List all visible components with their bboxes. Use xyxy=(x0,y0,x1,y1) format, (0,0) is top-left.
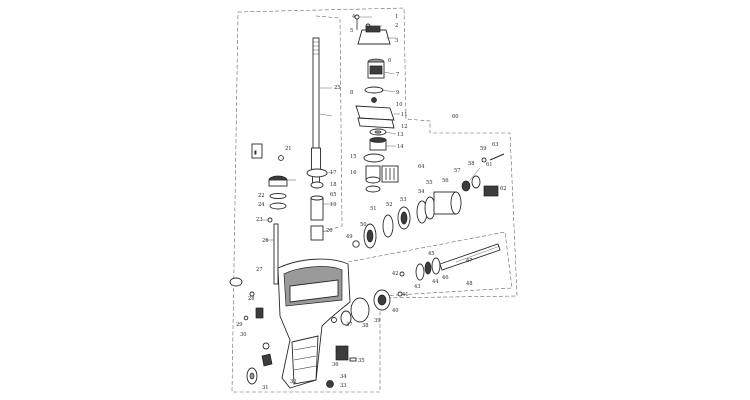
callout-21: 21 xyxy=(285,146,292,152)
callout-65: 65 xyxy=(330,192,337,198)
gearcase-fasteners xyxy=(229,277,357,388)
propeller-shaft-assembly xyxy=(340,153,505,326)
callout-40: 40 xyxy=(392,308,399,314)
callout-28: 28 xyxy=(248,296,255,302)
callout-20: 20 xyxy=(326,228,333,234)
shift-rod-tag-icon: ▮ xyxy=(254,150,257,156)
callout-5: 5 xyxy=(350,28,353,34)
callout-6: 6 xyxy=(388,58,391,64)
callout-4: 4 xyxy=(352,14,356,20)
callout-56: 56 xyxy=(442,178,449,184)
assembly-boundary xyxy=(231,7,518,393)
callout-labels: 1 2 3 4 5 6 7 8 9 10 11 12 13 14 15 16 1… xyxy=(236,14,507,391)
callout-32: 32 xyxy=(290,379,297,385)
callout-44: 44 xyxy=(432,279,439,285)
callout-62: 62 xyxy=(500,186,507,192)
callout-2: 2 xyxy=(395,23,398,29)
leader-lines xyxy=(262,16,501,263)
callout-26: 26 xyxy=(262,238,269,244)
callout-50: 50 xyxy=(360,222,367,228)
callout-55: 55 xyxy=(426,180,433,186)
callout-35: 35 xyxy=(358,358,365,364)
callout-59: 59 xyxy=(480,146,487,152)
drive-shaft-bearings xyxy=(306,168,328,241)
callout-34: 34 xyxy=(340,374,347,380)
callout-24: 24 xyxy=(258,202,265,208)
callout-30: 30 xyxy=(240,332,247,338)
callout-49: 49 xyxy=(346,234,353,240)
callout-63: 63 xyxy=(492,142,499,148)
callout-10: 10 xyxy=(396,102,403,108)
callout-52: 52 xyxy=(386,202,393,208)
callout-1: 1 xyxy=(395,14,398,20)
callout-29: 29 xyxy=(236,322,243,328)
callout-39: 39 xyxy=(374,318,381,324)
callout-54: 54 xyxy=(418,189,425,195)
callout-58: 58 xyxy=(468,161,475,167)
callout-36: 36 xyxy=(332,362,339,368)
callout-27: 27 xyxy=(256,267,263,273)
callout-37: 37 xyxy=(346,322,353,328)
callout-9: 9 xyxy=(396,90,399,96)
callout-11: 11 xyxy=(401,112,408,118)
callout-12: 12 xyxy=(401,124,408,130)
callout-47: 47 xyxy=(466,258,473,264)
callout-60: 60 xyxy=(452,114,459,120)
propeller-shaft-boundary xyxy=(347,231,513,297)
callout-13: 13 xyxy=(397,132,404,138)
drive-shaft xyxy=(311,37,321,185)
callout-19: 19 xyxy=(330,202,337,208)
callout-18: 18 xyxy=(330,182,337,188)
callout-15: 15 xyxy=(350,154,357,160)
callout-51: 51 xyxy=(370,206,377,212)
water-pump-boundary xyxy=(315,15,343,233)
callout-45: 45 xyxy=(428,251,435,257)
callout-16: 16 xyxy=(350,170,357,176)
callout-61: 61 xyxy=(486,162,493,168)
callout-23: 23 xyxy=(256,217,263,223)
callout-43: 43 xyxy=(414,284,421,290)
callout-8: 8 xyxy=(350,90,353,96)
callout-17: 17 xyxy=(330,170,337,176)
callout-14: 14 xyxy=(397,144,404,150)
callout-48: 48 xyxy=(466,281,473,287)
callout-3: 3 xyxy=(395,38,398,44)
callout-31: 31 xyxy=(262,385,269,391)
callout-38: 38 xyxy=(362,323,369,329)
callout-33: 33 xyxy=(340,383,347,389)
callout-25: 25 xyxy=(334,85,341,91)
callout-41: 41 xyxy=(402,292,409,298)
callout-22: 22 xyxy=(258,193,265,199)
callout-57: 57 xyxy=(454,168,461,174)
callout-53: 53 xyxy=(400,197,407,203)
water-pump-assembly xyxy=(354,14,399,193)
callout-42: 42 xyxy=(392,271,399,277)
gearcase-housing xyxy=(277,258,351,389)
callout-7: 7 xyxy=(396,72,399,78)
callout-46: 46 xyxy=(442,275,449,281)
callout-64: 64 xyxy=(418,164,425,170)
shift-rod-assembly: ▮ xyxy=(251,143,288,285)
